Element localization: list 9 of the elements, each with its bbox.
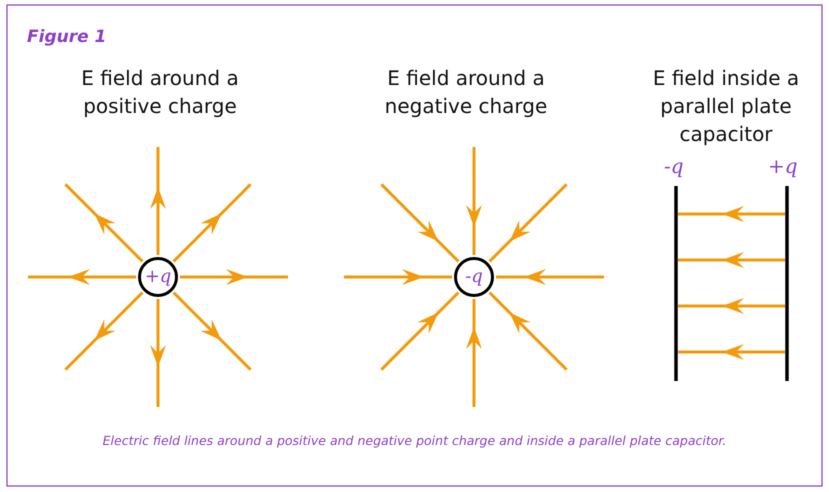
charge-circle: +q — [138, 257, 178, 297]
plate-charge-label: -q — [664, 154, 684, 178]
section-heading: E field around a negative charge — [384, 65, 548, 120]
charge-circle: -q — [454, 257, 494, 297]
plate-charge-label: +q — [768, 154, 798, 178]
figure-caption: Electric field lines around a positive and negative point charge and inside a parallel plate capacitor. — [102, 433, 728, 448]
section-heading: E field around a positive charge — [80, 65, 240, 120]
section-heading: E field inside a parallel plate capacitor — [652, 65, 800, 148]
figure-title: Figure 1 — [27, 27, 106, 47]
